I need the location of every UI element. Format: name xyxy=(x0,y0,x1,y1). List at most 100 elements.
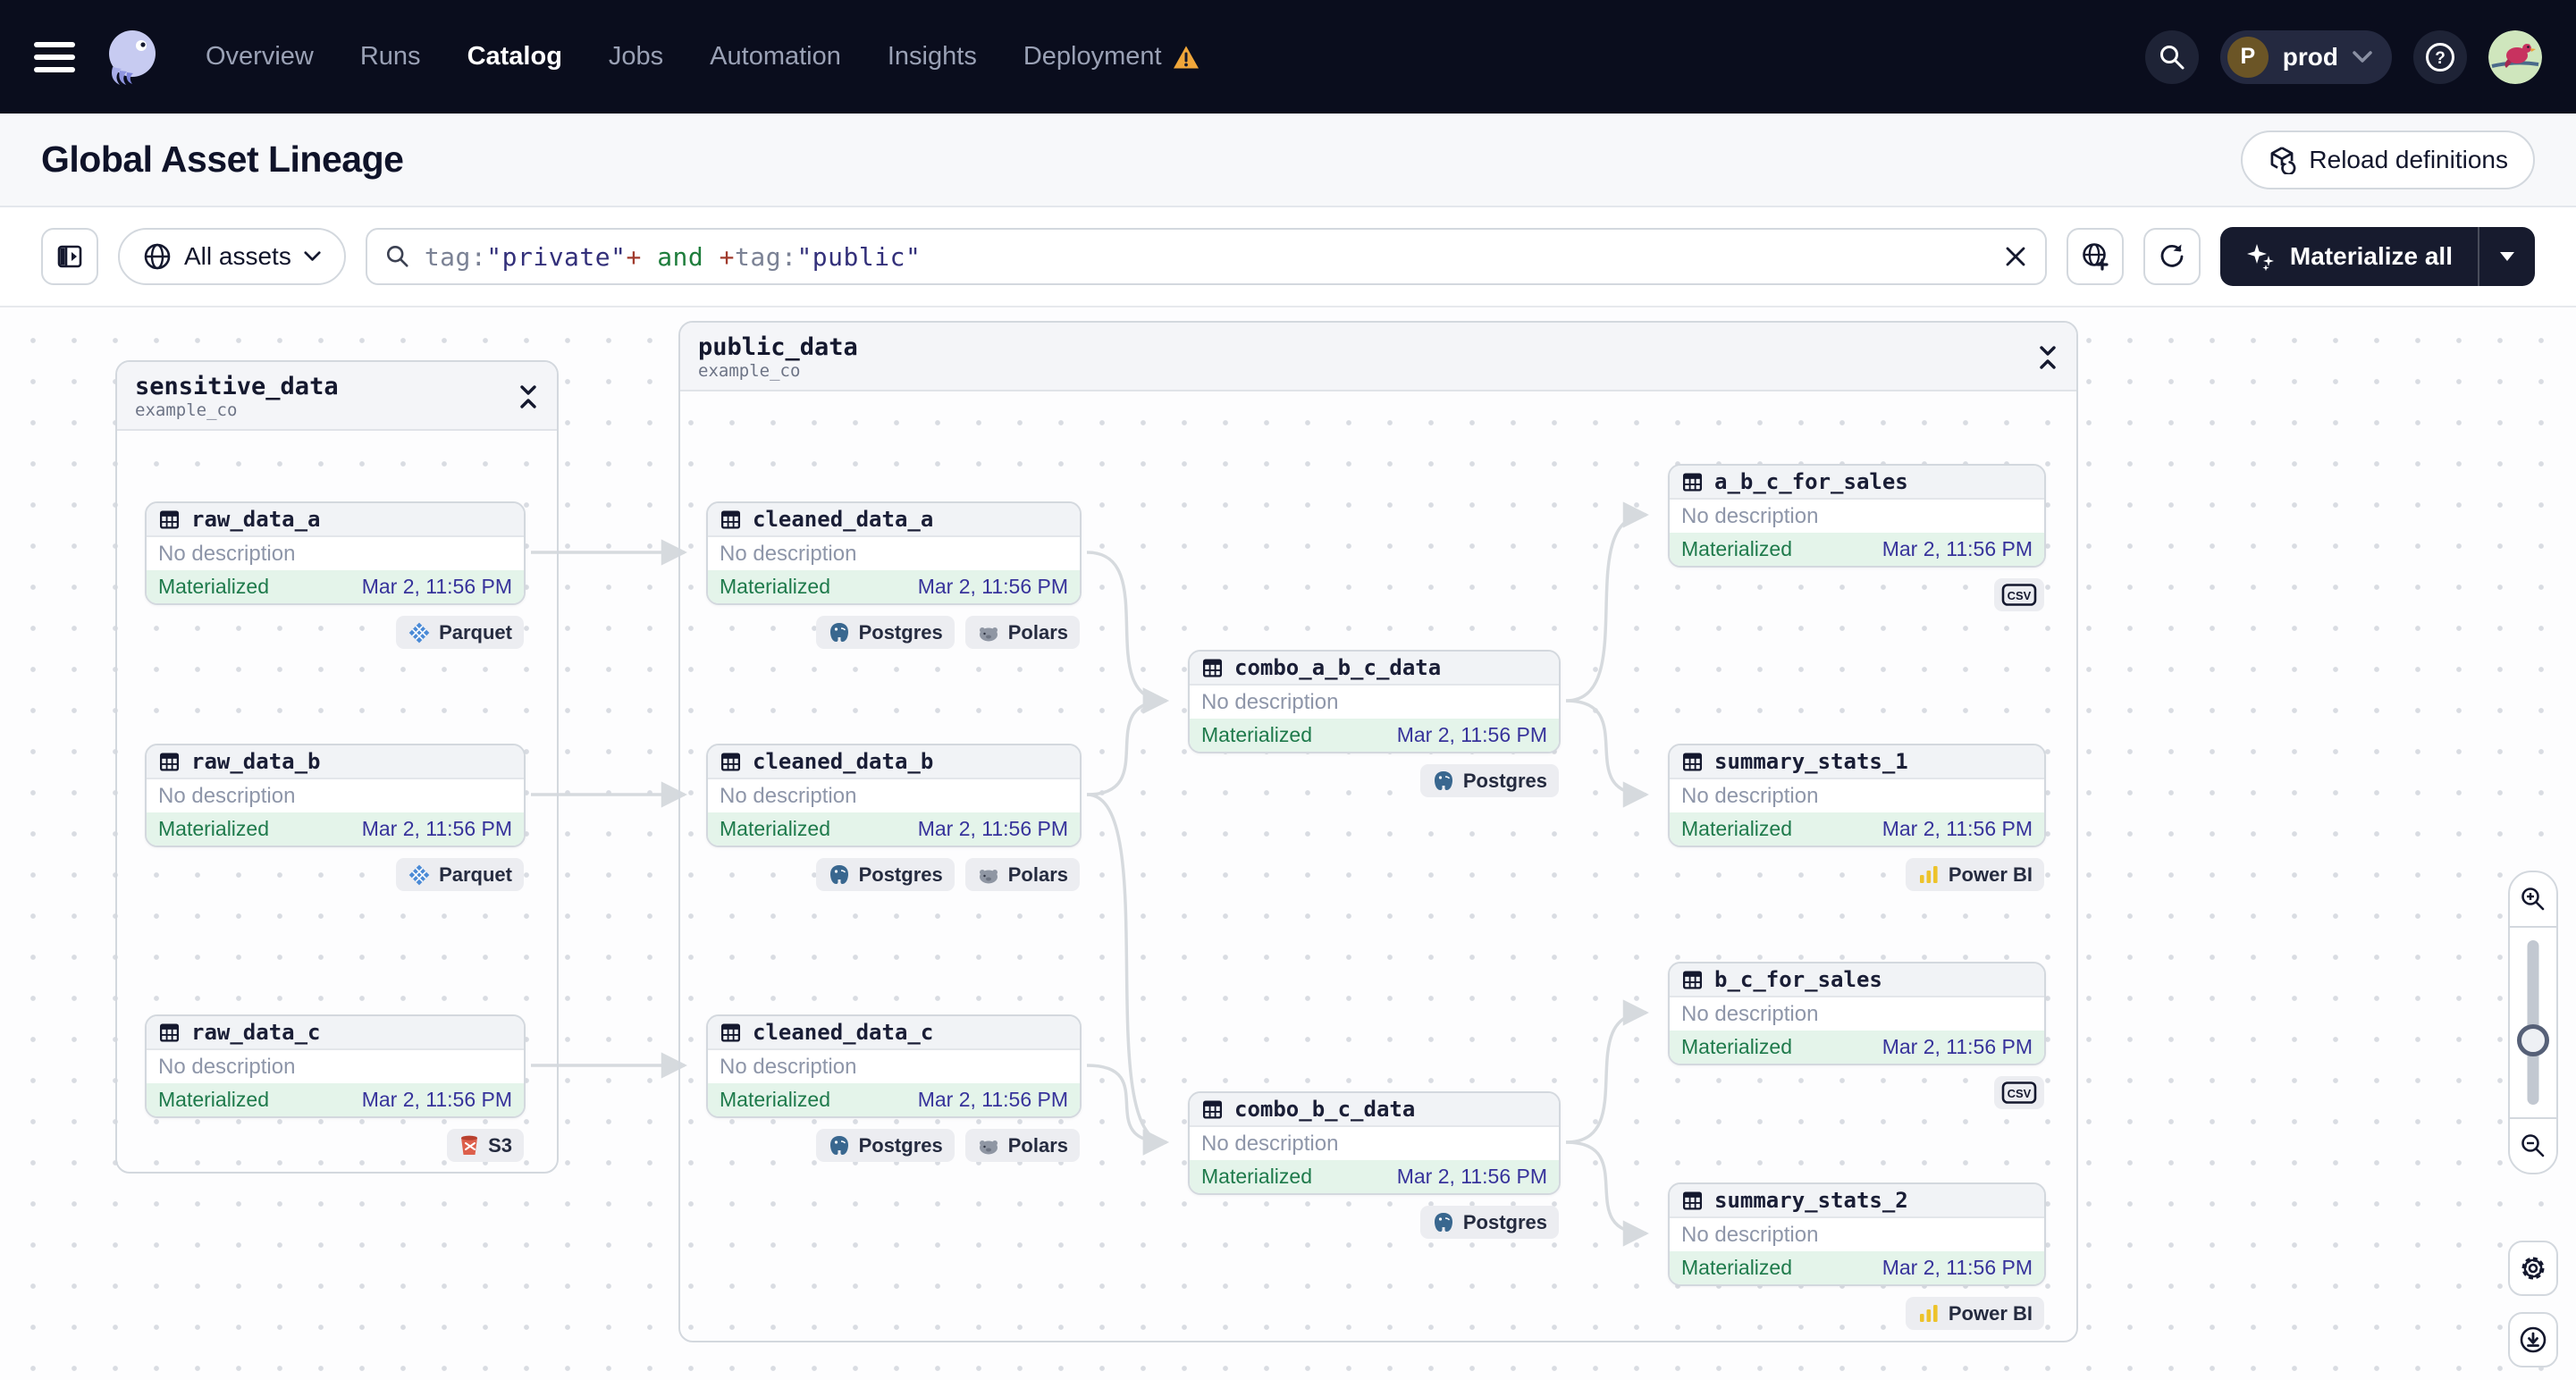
node-header[interactable]: raw_data_b xyxy=(147,745,524,779)
kind-badge-s3[interactable]: S3 xyxy=(447,1129,524,1162)
status-badge: Materialized xyxy=(1681,817,1792,840)
kind-badge-postgres[interactable]: Postgres xyxy=(1419,764,1559,797)
node-header[interactable]: a_b_c_for_sales xyxy=(1670,466,2044,500)
node-header[interactable]: combo_a_b_c_data xyxy=(1190,652,1559,686)
materialization-timestamp: Mar 2, 11:56 PM xyxy=(1881,537,2033,560)
kind-badge-powerbi[interactable]: Power BI xyxy=(1905,858,2044,891)
kind-badge-postgres[interactable]: Postgres xyxy=(1419,1206,1559,1239)
kind-badge-polars[interactable]: Polars xyxy=(964,858,1080,891)
asset-node-summary_stats_1[interactable]: summary_stats_1 No description Materiali… xyxy=(1668,744,2046,891)
nav-item-runs[interactable]: Runs xyxy=(360,42,421,72)
svg-text:CSV: CSV xyxy=(2008,1087,2032,1100)
kind-badge-csv[interactable]: CSV xyxy=(1994,1076,2044,1109)
view-scope-button[interactable] xyxy=(2066,228,2124,285)
table-icon xyxy=(1202,659,1223,677)
kind-badge-postgres[interactable]: Postgres xyxy=(815,1129,955,1162)
node-status-row[interactable]: Materialized Mar 2, 11:56 PM xyxy=(1670,1031,2044,1064)
node-status-row[interactable]: Materialized Mar 2, 11:56 PM xyxy=(1670,812,2044,846)
kind-badge-powerbi[interactable]: Power BI xyxy=(1905,1297,2044,1330)
asset-node-cleaned_data_c[interactable]: cleaned_data_c No description Materializ… xyxy=(706,1014,1082,1162)
materialization-timestamp: Mar 2, 11:56 PM xyxy=(1881,817,2033,840)
group-header[interactable]: sensitive_data example_co xyxy=(117,362,557,432)
materialize-all-button[interactable]: Materialize all xyxy=(2219,227,2535,286)
kind-badge-postgres[interactable]: Postgres xyxy=(815,616,955,649)
node-header[interactable]: cleaned_data_b xyxy=(708,745,1080,779)
collapse-group-icon[interactable] xyxy=(518,383,539,410)
asset-node-raw_data_a[interactable]: raw_data_a No description Materialized M… xyxy=(145,501,526,649)
query-segment: tag: xyxy=(424,241,487,272)
asset-node-raw_data_c[interactable]: raw_data_c No description Materialized M… xyxy=(145,1014,526,1162)
node-badges: Parquet xyxy=(396,616,524,649)
zoom-in-button[interactable] xyxy=(2510,872,2556,928)
node-header[interactable]: raw_data_c xyxy=(147,1016,524,1050)
nav-item-catalog[interactable]: Catalog xyxy=(467,42,562,72)
gear-icon xyxy=(2521,1257,2545,1280)
nav-item-jobs[interactable]: Jobs xyxy=(609,42,663,72)
node-header[interactable]: cleaned_data_c xyxy=(708,1016,1080,1050)
node-header[interactable]: combo_b_c_data xyxy=(1190,1093,1559,1127)
node-status-row[interactable]: Materialized Mar 2, 11:56 PM xyxy=(147,570,524,603)
node-header[interactable]: cleaned_data_a xyxy=(708,503,1080,537)
graph-settings-button[interactable] xyxy=(2508,1241,2558,1296)
help-button[interactable]: ? xyxy=(2413,29,2467,84)
node-status-row[interactable]: Materialized Mar 2, 11:56 PM xyxy=(1670,1251,2044,1284)
user-avatar[interactable] xyxy=(2488,29,2542,84)
zoom-slider-track[interactable] xyxy=(2527,940,2539,1105)
download-image-button[interactable] xyxy=(2508,1312,2558,1367)
node-badges: Postgres Polars xyxy=(815,1129,1080,1162)
kind-badge-parquet[interactable]: Parquet xyxy=(396,616,524,649)
environment-switcher[interactable]: P prod xyxy=(2219,29,2392,84)
zoom-slider-thumb[interactable] xyxy=(2517,1024,2549,1056)
asset-node-combo_a_b_c_data[interactable]: combo_a_b_c_data No description Material… xyxy=(1188,650,1561,797)
asset-node-b_c_for_sales[interactable]: b_c_for_sales No description Materialize… xyxy=(1668,962,2046,1109)
refresh-button[interactable] xyxy=(2142,228,2201,285)
node-status-row[interactable]: Materialized Mar 2, 11:56 PM xyxy=(147,812,524,846)
kind-badge-postgres[interactable]: Postgres xyxy=(815,858,955,891)
node-header[interactable]: raw_data_a xyxy=(147,503,524,537)
reload-definitions-button[interactable]: Reload definitions xyxy=(2241,130,2535,189)
node-status-row[interactable]: Materialized Mar 2, 11:56 PM xyxy=(1190,1160,1559,1193)
search-button[interactable] xyxy=(2144,29,2199,84)
nav-item-deployment[interactable]: Deployment xyxy=(1023,42,1200,72)
zoom-slider[interactable] xyxy=(2510,928,2556,1117)
node-status-row[interactable]: Materialized Mar 2, 11:56 PM xyxy=(708,1083,1080,1116)
asset-node-cleaned_data_a[interactable]: cleaned_data_a No description Materializ… xyxy=(706,501,1082,649)
lineage-canvas[interactable]: sensitive_data example_co public_data ex… xyxy=(0,307,2576,1380)
kind-badge-parquet[interactable]: Parquet xyxy=(396,858,524,891)
asset-node-combo_b_c_data[interactable]: combo_b_c_data No description Materializ… xyxy=(1188,1091,1561,1239)
node-header[interactable]: summary_stats_2 xyxy=(1670,1184,2044,1218)
node-status-row[interactable]: Materialized Mar 2, 11:56 PM xyxy=(708,570,1080,603)
node-status-row[interactable]: Materialized Mar 2, 11:56 PM xyxy=(1190,719,1559,752)
sidebar-toggle-button[interactable] xyxy=(41,228,98,285)
bird-avatar-icon xyxy=(2488,29,2542,84)
node-header[interactable]: summary_stats_1 xyxy=(1670,745,2044,779)
nav-item-insights[interactable]: Insights xyxy=(888,42,977,72)
node-status-row[interactable]: Materialized Mar 2, 11:56 PM xyxy=(708,812,1080,846)
nav-item-overview[interactable]: Overview xyxy=(206,42,314,72)
node-header[interactable]: b_c_for_sales xyxy=(1670,963,2044,997)
materialize-dropdown-button[interactable] xyxy=(2479,227,2535,286)
group-header[interactable]: public_data example_co xyxy=(680,323,2076,392)
nav-item-label: Overview xyxy=(206,42,314,71)
refresh-icon xyxy=(2160,244,2184,267)
asset-search-input[interactable]: tag:"private"+ and +tag:"public" xyxy=(365,228,2047,285)
zoom-out-button[interactable] xyxy=(2510,1117,2556,1173)
materialize-all-main[interactable]: Materialize all xyxy=(2220,227,2478,286)
asset-node-raw_data_b[interactable]: raw_data_b No description Materialized M… xyxy=(145,744,526,891)
node-status-row[interactable]: Materialized Mar 2, 11:56 PM xyxy=(147,1083,524,1116)
node-description: No description xyxy=(158,1054,296,1079)
asset-scope-dropdown[interactable]: All assets xyxy=(118,228,346,285)
nav-item-label: Automation xyxy=(710,42,841,71)
clear-search-icon[interactable] xyxy=(2004,245,2027,268)
asset-node-summary_stats_2[interactable]: summary_stats_2 No description Materiali… xyxy=(1668,1182,2046,1330)
nav-item-automation[interactable]: Automation xyxy=(710,42,841,72)
kind-badge-polars[interactable]: Polars xyxy=(964,616,1080,649)
asset-node-cleaned_data_b[interactable]: cleaned_data_b No description Materializ… xyxy=(706,744,1082,891)
kind-badge-csv[interactable]: CSV xyxy=(1994,578,2044,611)
hamburger-icon[interactable] xyxy=(34,41,75,72)
dagster-logo-icon[interactable] xyxy=(100,26,163,88)
node-status-row[interactable]: Materialized Mar 2, 11:56 PM xyxy=(1670,533,2044,566)
asset-node-a_b_c_for_sales[interactable]: a_b_c_for_sales No description Materiali… xyxy=(1668,464,2046,611)
kind-badge-polars[interactable]: Polars xyxy=(964,1129,1080,1162)
collapse-group-icon[interactable] xyxy=(2037,344,2058,371)
